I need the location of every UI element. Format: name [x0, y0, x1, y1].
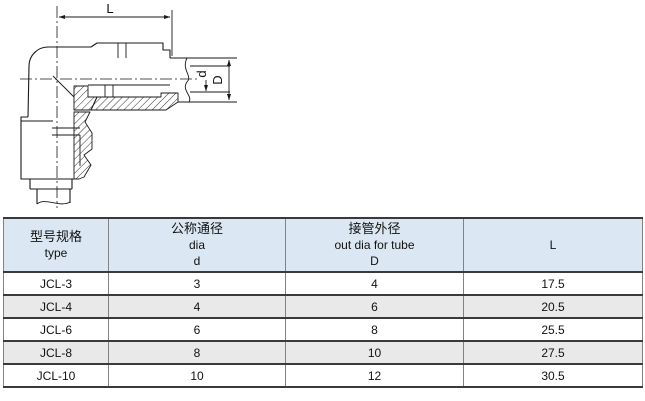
cell-L: 30.5: [463, 363, 643, 388]
table-row: JCL-8 8 10 27.5: [3, 340, 643, 365]
cell-d: 10: [108, 363, 286, 388]
bottom-tube-break-line: [36, 201, 71, 205]
dim-label-D: D: [210, 75, 225, 84]
cell-type: JCL-10: [3, 363, 109, 388]
header-dia-symbol: d: [193, 254, 201, 268]
header-dia-en: dia: [188, 238, 205, 252]
cell-type: JCL-8: [3, 340, 109, 365]
header-dia-cn: 公称通径: [170, 221, 223, 236]
right-tube: [170, 57, 237, 103]
table-row: JCL-3 3 4 17.5: [3, 271, 643, 296]
table-row: JCL-4 4 6 20.5: [3, 294, 643, 319]
hatch-corner-wedge: [73, 85, 98, 111]
cell-d: 4: [108, 294, 286, 319]
cell-type: JCL-3: [3, 271, 109, 296]
cell-D: 8: [285, 317, 464, 342]
hatch-vertical-nut: [73, 111, 93, 180]
col-header-type: 型号规格 type: [3, 217, 109, 273]
elbow-fitting-section-view: L: [20, 1, 237, 208]
hatch-lower-wall: [90, 92, 179, 111]
header-L-symbol: L: [549, 238, 557, 252]
dim-label-L: L: [106, 1, 113, 16]
cell-d: 3: [108, 271, 286, 296]
cell-L: 27.5: [463, 340, 643, 365]
fitting-body-outline: [27, 42, 171, 118]
table-row: JCL-6 6 8 25.5: [3, 317, 643, 342]
header-out-dia-cn: 接管外径: [348, 221, 401, 236]
cell-D: 12: [285, 363, 464, 388]
internal-lines: [52, 43, 170, 98]
dimension-L: L: [58, 1, 173, 56]
table-row: JCL-10 10 12 30.5: [3, 363, 643, 388]
cell-d: 6: [108, 317, 286, 342]
cell-d: 8: [108, 340, 286, 365]
technical-drawing: L: [20, 1, 237, 208]
header-type-en: type: [44, 246, 68, 260]
tube-break-line: [184, 57, 191, 103]
col-header-L: L: [463, 217, 643, 273]
dimension-D: D: [210, 59, 232, 101]
header-out-dia-symbol: D: [370, 254, 379, 268]
cell-D: 4: [285, 271, 464, 296]
cell-D: 10: [285, 340, 464, 365]
dim-label-d: d: [194, 70, 209, 77]
col-header-dia: 公称通径 dia d: [108, 217, 286, 273]
header-type-cn: 型号规格: [29, 229, 82, 244]
cell-L: 25.5: [463, 317, 643, 342]
col-header-out-dia: 接管外径 out dia for tube D: [285, 217, 464, 273]
header-out-dia-en: out dia for tube: [334, 238, 415, 252]
cell-D: 6: [285, 294, 464, 319]
vertical-arm: [20, 116, 81, 205]
cell-type: JCL-4: [3, 294, 109, 319]
spec-table: 型号规格 type 公称通径 dia d 接管外径 out dia for tu…: [3, 217, 643, 388]
cell-L: 20.5: [463, 294, 643, 319]
cell-L: 17.5: [463, 271, 643, 296]
dimension-d: d: [194, 70, 209, 92]
table-header-row: 型号规格 type 公称通径 dia d 接管外径 out dia for tu…: [3, 217, 643, 273]
cell-type: JCL-6: [3, 317, 109, 342]
